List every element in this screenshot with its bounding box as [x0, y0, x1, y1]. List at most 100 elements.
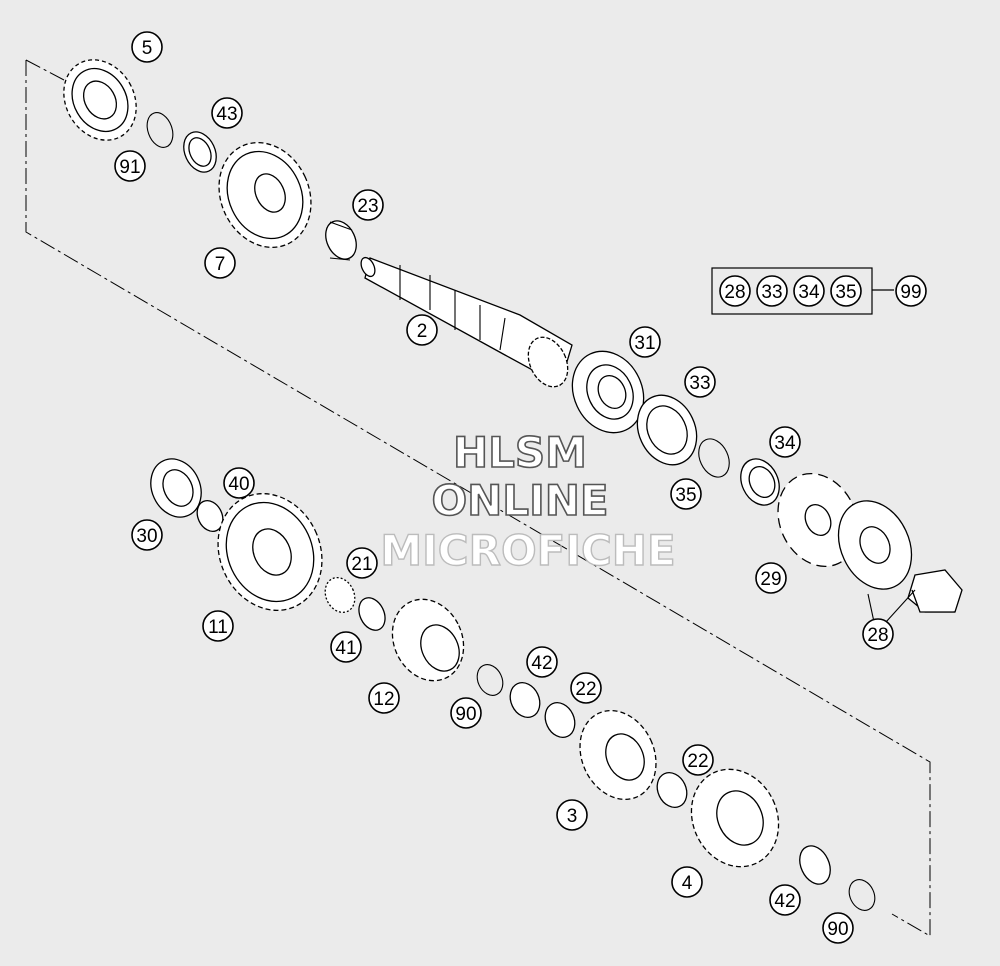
- callout-33-c33[interactable]: 33: [684, 366, 716, 398]
- callout-42-c42a[interactable]: 42: [526, 646, 558, 678]
- callout-23-c23[interactable]: 23: [352, 189, 384, 221]
- callout-40-c40-circle: [223, 467, 255, 499]
- gear-12[interactable]: [379, 588, 476, 693]
- washer-40[interactable]: [192, 496, 227, 535]
- circlip-91[interactable]: [143, 109, 178, 151]
- callout-3-c3[interactable]: 3: [556, 799, 588, 831]
- gear-11[interactable]: [199, 476, 340, 627]
- callout-7-c7-label: 7: [215, 254, 226, 275]
- sprocket-29[interactable]: [763, 460, 872, 579]
- bolt-28[interactable]: [907, 569, 963, 613]
- callout-2-c2[interactable]: 2: [406, 314, 438, 346]
- callout-35-c35-circle: [670, 478, 702, 510]
- kit-item-28-circle: [719, 275, 751, 307]
- callout-2-c2-circle: [406, 314, 438, 346]
- callout-22-c22b-label: 22: [687, 751, 708, 772]
- gear-5[interactable]: [50, 47, 151, 154]
- callout-43-c43[interactable]: 43: [211, 97, 243, 129]
- callout-21-c21[interactable]: 21: [346, 547, 378, 579]
- needle-bearing-21[interactable]: [320, 573, 361, 617]
- watermark-line1: HLSM: [453, 428, 587, 477]
- callout-34-c34[interactable]: 34: [769, 426, 801, 458]
- callout-30-c30-circle: [131, 519, 163, 551]
- callout-11-c11[interactable]: 11: [202, 610, 234, 642]
- callout-91-c91[interactable]: 91: [114, 150, 146, 182]
- callout-35-c35[interactable]: 35: [670, 478, 702, 510]
- callout-33-c33-circle: [684, 366, 716, 398]
- callout-29-c29-circle: [755, 562, 787, 594]
- seal-33[interactable]: [626, 386, 707, 475]
- kit-target-99-circle: [895, 275, 927, 307]
- callout-31-c31-label: 31: [634, 333, 655, 354]
- circlip-90-upper[interactable]: [472, 660, 507, 699]
- watermark-line3: MICROFICHE: [380, 526, 675, 575]
- callout-43-c43-circle: [211, 97, 243, 129]
- callout-31-c31-circle: [629, 326, 661, 358]
- callout-30-c30-label: 30: [136, 526, 157, 547]
- washer-28[interactable]: [825, 489, 926, 601]
- kit-target-99-label: 99: [900, 282, 921, 303]
- kit-item-34-circle: [793, 275, 825, 307]
- callout-42-c42a-circle: [526, 646, 558, 678]
- callout-90-c90a[interactable]: 90: [450, 697, 482, 729]
- callout-41-c41[interactable]: 41: [330, 631, 362, 663]
- callout-43-c43-label: 43: [216, 104, 237, 125]
- gear-3[interactable]: [566, 698, 670, 812]
- bushing-22-lower[interactable]: [652, 768, 693, 812]
- callout-7-c7-circle: [204, 247, 236, 279]
- kit-item-35[interactable]: 35: [830, 275, 862, 307]
- callout-22-c22a-circle: [570, 672, 602, 704]
- callout-90-c90a-label: 90: [455, 704, 476, 725]
- callout-42-c42a-label: 42: [531, 653, 552, 674]
- kit-item-34[interactable]: 34: [793, 275, 825, 307]
- gear-7[interactable]: [202, 127, 327, 262]
- kit-box: [711, 267, 894, 315]
- watermark: HLSM ONLINE MICROFICHE: [380, 427, 677, 576]
- callout-90-c90b[interactable]: 90: [822, 912, 854, 944]
- callout-21-c21-circle: [346, 547, 378, 579]
- callout-3-c3-label: 3: [567, 806, 578, 827]
- kit-item-33[interactable]: 33: [756, 275, 788, 307]
- washer-43[interactable]: [178, 127, 223, 178]
- kit-item-28[interactable]: 28: [719, 275, 751, 307]
- callout-4-c4-label: 4: [682, 873, 693, 894]
- callout-31-c31[interactable]: 31: [629, 326, 661, 358]
- callout-28-leaders: [867, 589, 916, 623]
- callout-layer: 5439123723133343529284030112141124290223…: [114, 31, 927, 944]
- callout-90-c90a-circle: [450, 697, 482, 729]
- callout-28-c28[interactable]: 28: [862, 618, 894, 650]
- washer-41[interactable]: [354, 594, 390, 635]
- bushing-22-upper[interactable]: [540, 698, 581, 742]
- spacer-34[interactable]: [734, 453, 787, 512]
- callout-29-c29[interactable]: 29: [755, 562, 787, 594]
- callout-40-c40[interactable]: 40: [223, 467, 255, 499]
- callout-23-c23-label: 23: [357, 196, 378, 217]
- callout-4-c4-circle: [671, 866, 703, 898]
- callout-5-c5-circle: [131, 31, 163, 63]
- bearing-30[interactable]: [142, 451, 211, 526]
- callout-90-c90b-circle: [822, 912, 854, 944]
- callout-7-c7[interactable]: 7: [204, 247, 236, 279]
- oring-35[interactable]: [693, 434, 735, 482]
- bushing-23[interactable]: [320, 216, 362, 264]
- callout-22-c22b[interactable]: 22: [682, 744, 714, 776]
- callout-5-c5[interactable]: 5: [131, 31, 163, 63]
- washer-42-lower[interactable]: [794, 841, 836, 889]
- callout-2-c2-label: 2: [417, 321, 428, 342]
- callout-30-c30[interactable]: 30: [131, 519, 163, 551]
- callout-42-c42b[interactable]: 42: [769, 884, 801, 916]
- callout-12-c12[interactable]: 12: [368, 682, 400, 714]
- kit-target-99[interactable]: 99: [895, 275, 927, 307]
- gear-4[interactable]: [676, 755, 794, 881]
- washer-42-upper[interactable]: [505, 678, 546, 722]
- bearing-31[interactable]: [559, 340, 656, 445]
- callout-42-c42b-label: 42: [774, 891, 795, 912]
- circlip-90-lower[interactable]: [844, 875, 879, 914]
- callout-4-c4[interactable]: 4: [671, 866, 703, 898]
- callout-23-c23-circle: [352, 189, 384, 221]
- callout-12-c12-label: 12: [373, 689, 394, 710]
- callout-91-c91-label: 91: [119, 157, 140, 178]
- callout-22-c22a[interactable]: 22: [570, 672, 602, 704]
- main-shaft-2[interactable]: [358, 255, 575, 393]
